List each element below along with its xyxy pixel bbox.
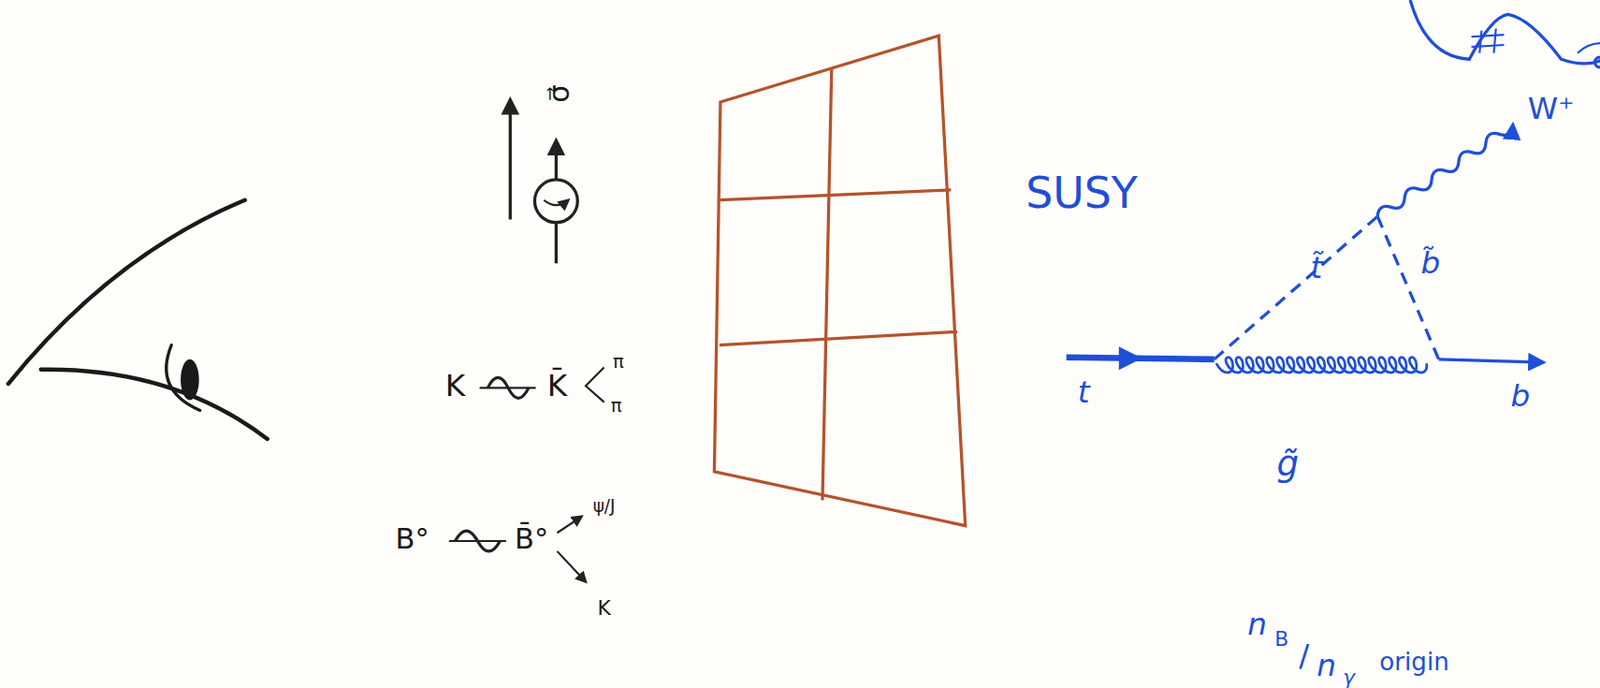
- sketch-label: b: [1511, 380, 1531, 412]
- sketch-label: n: [1247, 609, 1267, 640]
- eye-drawing: [8, 200, 268, 439]
- lattice-grid: [713, 35, 965, 525]
- sketch-label: ψ/J: [593, 497, 616, 516]
- sketch-label: π: [610, 396, 623, 416]
- feynman-diagram: [1066, 120, 1543, 373]
- sketch-label: γ: [1342, 667, 1355, 688]
- sketch-label: K: [596, 597, 611, 619]
- sketch-label: g̃: [1277, 447, 1300, 482]
- b-meson-mixing-symbols: [449, 516, 586, 582]
- spin-drawing: [509, 100, 578, 263]
- kaon-mixing-symbols: [480, 367, 605, 403]
- sketch-label: n: [1316, 650, 1337, 682]
- sketch-label: K̄: [547, 370, 568, 402]
- sketch-label: t: [1077, 376, 1091, 408]
- sketch-label: SUSY: [1025, 172, 1138, 216]
- sketch-label: t̃: [1309, 251, 1323, 283]
- sketch-label: π: [612, 352, 625, 372]
- sketch-label: /: [1298, 640, 1310, 671]
- sketch-label: W⁺: [1527, 92, 1575, 124]
- sketch-label: origin: [1379, 649, 1449, 674]
- sketch-label: B̄°: [514, 524, 549, 554]
- sketch-label: B: [1274, 628, 1289, 650]
- higgs-potential: [1410, 0, 1600, 68]
- sketch-label: b̃: [1421, 247, 1441, 279]
- sketch-label: B°: [394, 524, 429, 554]
- sketch-label: σ⃗: [544, 85, 574, 103]
- sketch-label: K: [445, 370, 466, 402]
